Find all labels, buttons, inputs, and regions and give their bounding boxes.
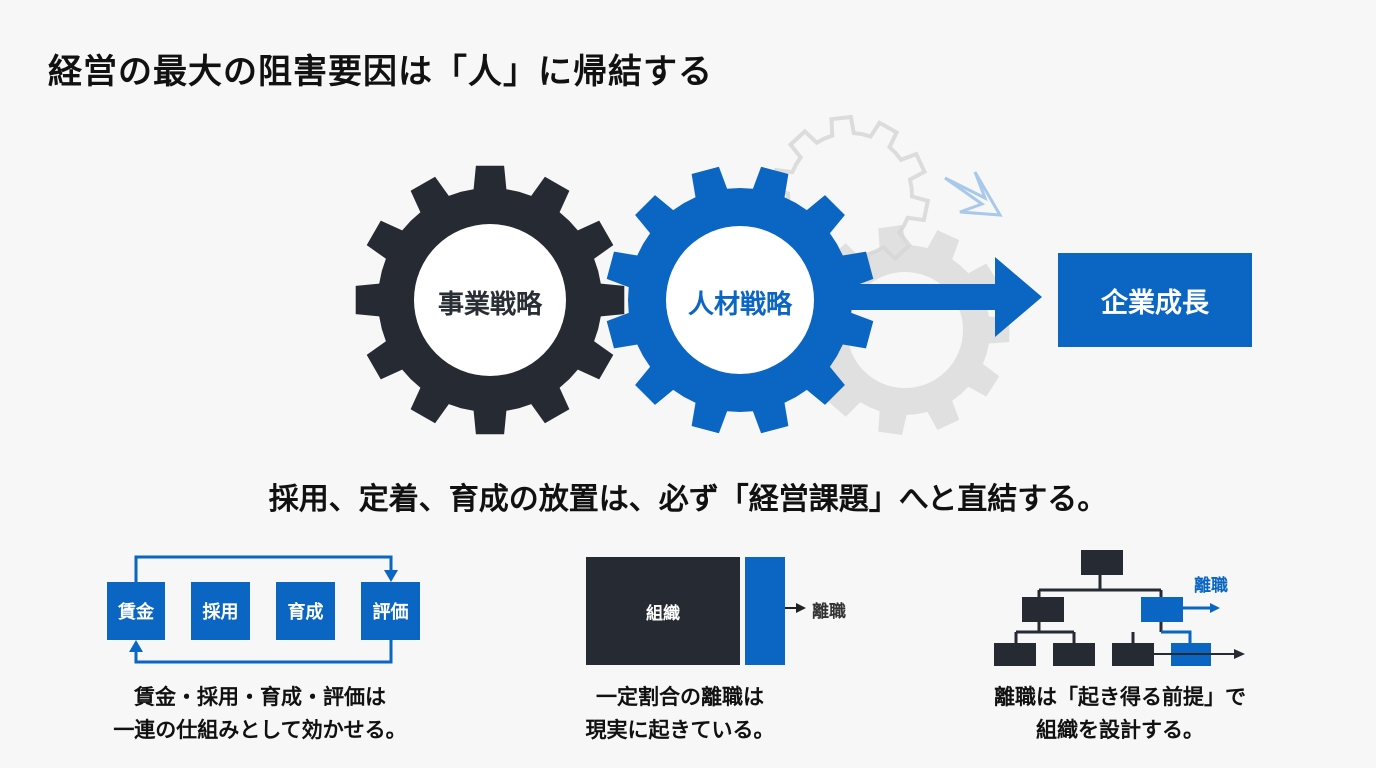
cycle-caption-line: 一連の仕組みとして効かせる。 (113, 718, 407, 742)
turnover-arrow-head (796, 603, 806, 613)
hr-strategy-label: 人材戦略 (687, 290, 792, 320)
faded-arrow-icon (944, 171, 1003, 217)
organization-block: 組織 (586, 557, 740, 665)
growth-arrow-head (995, 257, 1042, 337)
corporate-growth-box: 企業成長 (1058, 253, 1252, 347)
orgchart-turnover-label: 離職 (1194, 576, 1228, 596)
cycle-arrow-head (129, 640, 143, 652)
org-node-leaving (1141, 597, 1183, 622)
org-leave-arrow-head (1210, 603, 1220, 613)
cycle-loop-top (134, 555, 393, 582)
org-node (994, 643, 1036, 666)
orgchart-caption: 離職は「起き得る前提」で 組織を設計する。 (940, 681, 1300, 747)
cycle-box-hiring: 採用 (191, 582, 250, 640)
org-node (1053, 643, 1095, 666)
turnover-label: 離職 (812, 602, 846, 622)
orgchart-caption-line: 離職は「起き得る前提」で (994, 685, 1246, 709)
turnover-caption-line: 一定割合の離職は (596, 685, 764, 709)
cycle-caption: 賃金・採用・育成・評価は 一連の仕組みとして効かせる。 (80, 681, 440, 747)
cycle-caption-line: 賃金・採用・育成・評価は (134, 685, 386, 709)
org-connector (1161, 630, 1192, 643)
org-node (1112, 643, 1154, 666)
org-node (1081, 550, 1123, 575)
business-gear-hole (414, 224, 566, 376)
cycle-box-wage: 賃金 (107, 582, 165, 640)
subtitle: 採用、定着、育成の放置は、必ず「経営課題」へと直結する。 (268, 482, 1108, 517)
orgchart-caption-line: 組織を設計する。 (1036, 718, 1204, 742)
org-leave-arrow-head (1234, 649, 1245, 659)
cycle-box-evaluation: 評価 (361, 582, 420, 640)
cycle-arrow-head (384, 570, 398, 582)
cycle-box-training: 育成 (276, 582, 335, 640)
turnover-caption-line: 現実に起きている。 (585, 718, 775, 742)
hr-gear-hole (666, 226, 814, 374)
org-node (1022, 597, 1064, 622)
turnover-caption: 一定割合の離職は 現実に起きている。 (500, 681, 860, 747)
cycle-loop-bottom (134, 640, 393, 664)
business-strategy-label: 事業戦略 (437, 290, 542, 320)
page-title: 経営の最大の阻害要因は「人」に帰結する (48, 52, 713, 92)
turnover-portion (745, 557, 785, 665)
